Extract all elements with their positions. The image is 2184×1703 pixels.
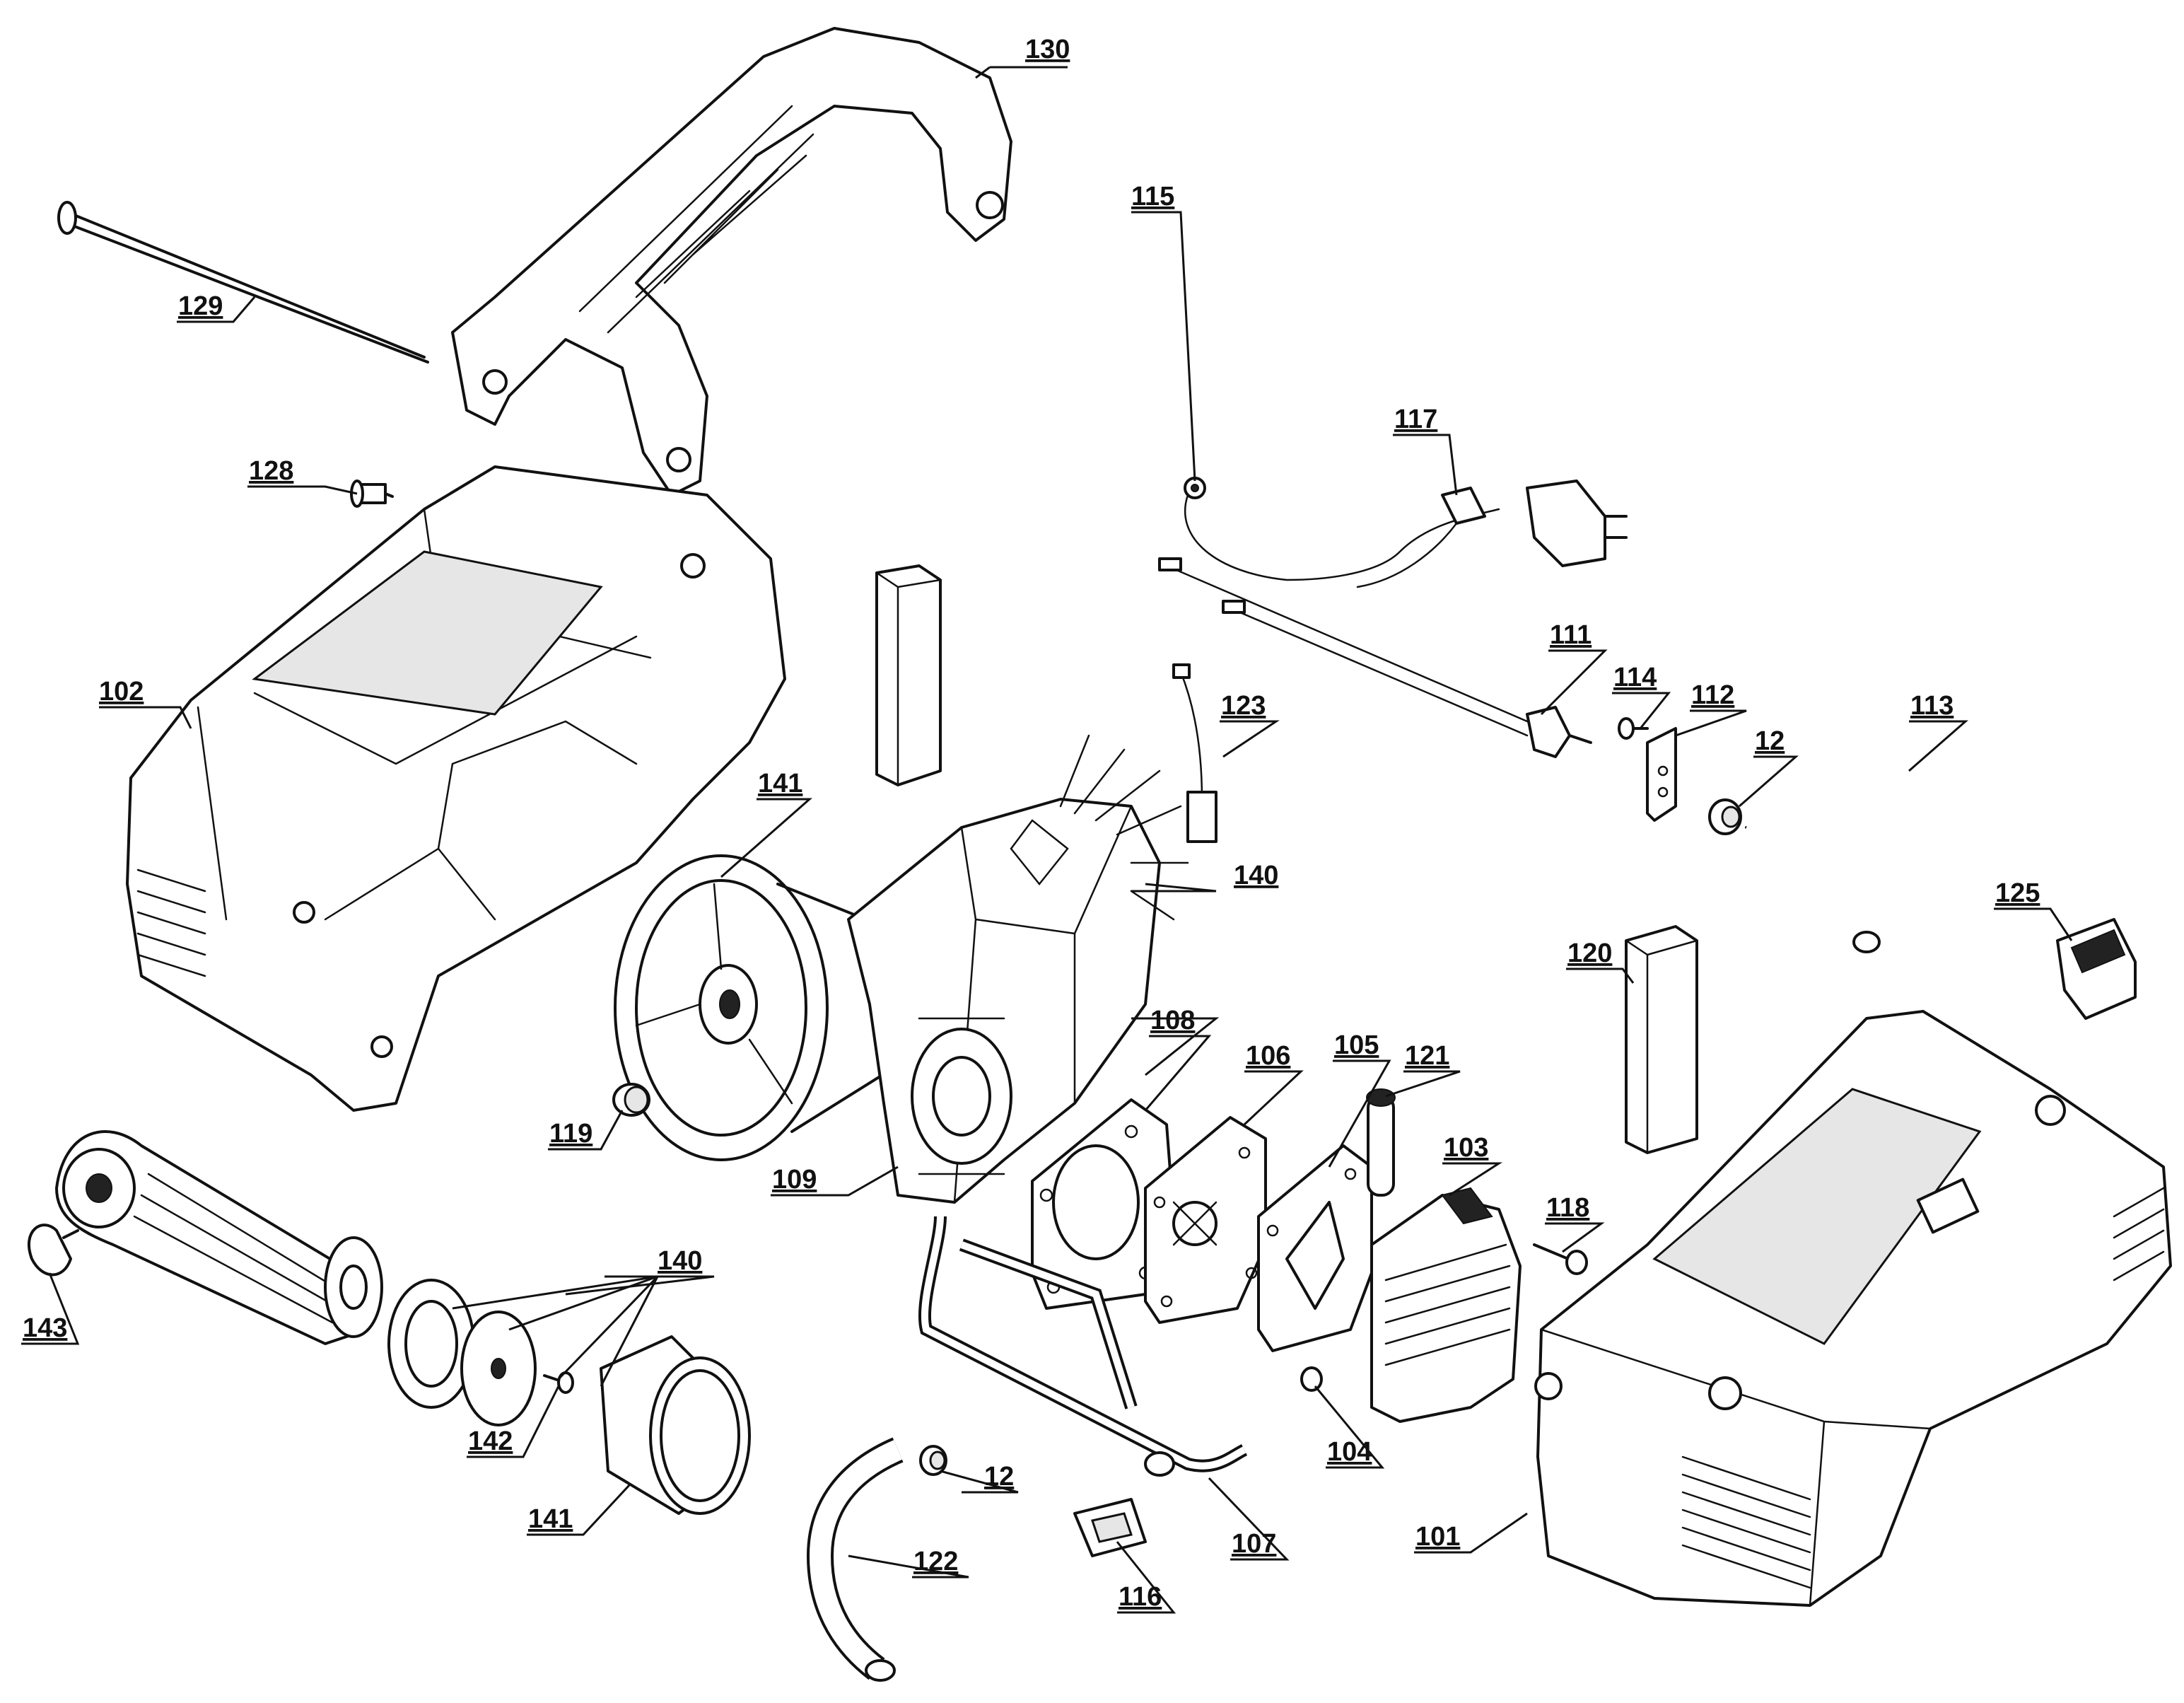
callout-104: 104 <box>1327 1437 1372 1467</box>
part-116-power-cord <box>1184 479 1628 588</box>
callout-111: 111 <box>1550 620 1592 650</box>
callout-105: 105 <box>1334 1030 1379 1060</box>
callout-122: 122 <box>913 1547 958 1576</box>
part-128-handle <box>451 27 1012 496</box>
part-104-clip <box>1300 1366 1323 1392</box>
callout-128: 130 <box>1025 35 1070 64</box>
callout-114: 115 <box>1131 182 1174 211</box>
callout-101: 101 <box>1415 1522 1460 1552</box>
callout-123: 121 <box>1405 1041 1449 1071</box>
callout-140: 140 <box>658 1246 702 1276</box>
part-120-foam-right <box>1625 925 1698 1154</box>
part-141-cylinder <box>600 1335 751 1515</box>
callout-117: 116 <box>1119 1582 1162 1612</box>
part-103-cylinder-head <box>1370 1187 1522 1423</box>
callout-141: 141 <box>528 1504 573 1534</box>
part-111-pressure-switch <box>1158 557 1592 758</box>
part-140-connecting-rod <box>55 1130 537 1426</box>
callout-109: 109 <box>772 1165 817 1195</box>
part-12-clamp-upper <box>1708 798 1742 835</box>
callout-112: 112 <box>1691 680 1734 710</box>
callout-129: 140 <box>1234 861 1278 890</box>
part-119-cap <box>612 1083 650 1117</box>
callout-12-lower: 12 <box>984 1462 1014 1492</box>
callout-118: 118 <box>1546 1193 1589 1223</box>
part-118-bolt <box>1533 1243 1588 1275</box>
callout-130: 141 <box>758 769 802 798</box>
callout-103: 103 <box>1444 1133 1488 1163</box>
callout-120: 120 <box>1567 938 1612 968</box>
part-126-screw <box>350 479 394 508</box>
part-106-valve-plate <box>1144 1116 1267 1324</box>
callout-113: 113 <box>1910 691 1954 721</box>
callout-115: 114 <box>1613 663 1657 692</box>
part-120-foam-left <box>875 564 942 786</box>
part-142-screw <box>543 1371 574 1394</box>
part-107-tube <box>918 1216 1248 1477</box>
part-129-motor-assembly <box>847 734 1189 1204</box>
callout-143: 143 <box>23 1313 67 1343</box>
part-115-screw <box>1618 717 1649 740</box>
callout-108: 108 <box>1150 1006 1195 1035</box>
part-117-filter-pad <box>1073 1498 1147 1557</box>
callout-142: 142 <box>468 1426 513 1456</box>
part-114-screw <box>1184 477 1206 499</box>
part-112-bracket <box>1646 727 1677 822</box>
part-143-screw <box>27 1224 79 1277</box>
part-122-hose <box>806 1437 904 1682</box>
callout-102: 102 <box>99 677 144 707</box>
part-113-hose <box>1744 765 1925 953</box>
callout-107: 107 <box>1232 1529 1276 1559</box>
part-130-pulley <box>614 854 921 1161</box>
callout-116: 117 <box>1394 405 1437 434</box>
part-12-clamp-lower <box>919 1445 947 1476</box>
callout-125: 125 <box>1995 878 2040 908</box>
leader-lines <box>21 66 2073 1614</box>
part-105-head-gasket <box>1257 1144 1373 1352</box>
callout-127: 129 <box>178 291 223 321</box>
callout-121: 123 <box>1221 691 1266 721</box>
callout-12-upper: 12 <box>1755 726 1785 756</box>
part-108-gasket <box>1031 1098 1175 1310</box>
callout-labels: 130 129 128 102 141 140 109 119 115 117 … <box>23 35 2040 1612</box>
part-123-tube <box>1366 1088 1396 1197</box>
part-125-switch <box>2056 918 2137 1020</box>
callout-106: 106 <box>1246 1041 1290 1071</box>
callout-119: 119 <box>549 1119 592 1149</box>
callout-126: 128 <box>249 456 293 486</box>
part-127-rod <box>57 201 429 364</box>
part-101-front-shroud <box>1534 1010 2172 1607</box>
part-121-wire <box>1172 663 1217 843</box>
part-102-rear-shroud <box>126 465 786 1112</box>
